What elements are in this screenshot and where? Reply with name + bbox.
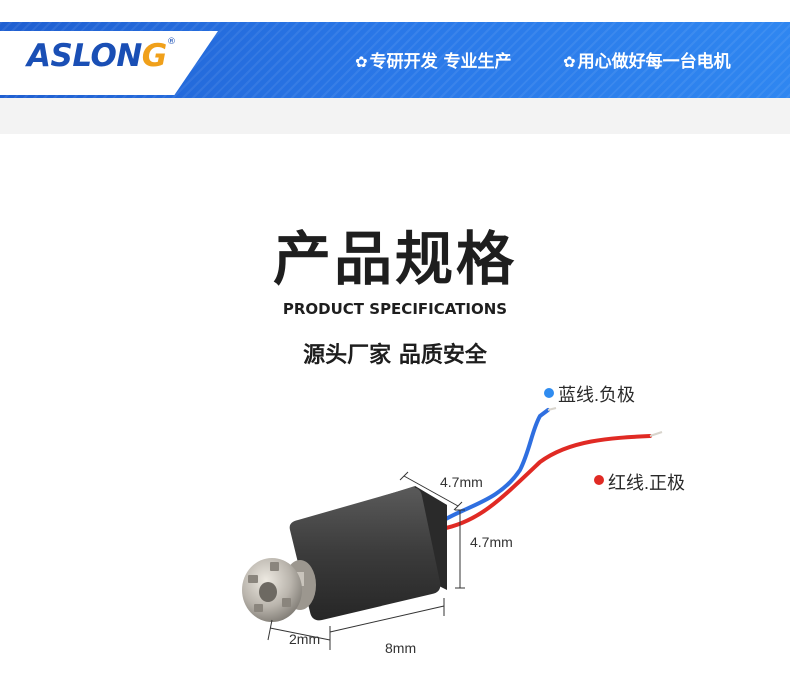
registered-mark: ®	[167, 37, 176, 47]
page-subtitle: 源头厂家 品质安全	[303, 343, 487, 368]
dimension-lines	[267, 471, 465, 650]
slogan-research: ✿专研开发 专业生产	[355, 52, 512, 72]
page-title: 产品规格	[272, 225, 517, 293]
head-notch-4	[254, 604, 263, 612]
motor-illustration	[0, 360, 790, 680]
blue-wire-label: 蓝线.负极	[558, 385, 636, 405]
red-wire-label: 红线.正极	[608, 473, 686, 493]
head-dimension: 2mm	[289, 631, 321, 647]
dim-width-line	[403, 475, 459, 507]
red-wire-tip	[649, 431, 663, 437]
blue-wire	[442, 408, 550, 522]
height-dimension: 4.7mm	[470, 534, 513, 550]
header-banner: ASLONG ®	[0, 22, 790, 98]
blue-wire-tip	[547, 407, 557, 411]
blue-dot	[544, 388, 554, 398]
width-dimension: 4.7mm	[440, 474, 483, 490]
head-notch-1	[248, 575, 258, 583]
dim-length-line	[329, 605, 445, 633]
motor-drawing	[242, 388, 663, 650]
length-dimension: 8mm	[385, 640, 417, 656]
red-wire	[444, 434, 652, 530]
divider-band	[0, 98, 790, 134]
head-notch-2	[270, 562, 279, 571]
slogan-quality: ✿用心做好每一台电机	[563, 52, 731, 72]
gear-icon: ✿	[563, 53, 576, 71]
red-dot	[594, 475, 604, 485]
dim-head-line	[269, 627, 331, 641]
head-notch-3	[282, 598, 291, 607]
gear-icon: ✿	[355, 53, 368, 71]
motor-head-inner	[259, 582, 277, 602]
brand-logo: ASLONG	[27, 38, 167, 74]
motor-body-front	[289, 487, 441, 621]
page-title-english: PRODUCT SPECIFICATIONS	[282, 300, 508, 318]
